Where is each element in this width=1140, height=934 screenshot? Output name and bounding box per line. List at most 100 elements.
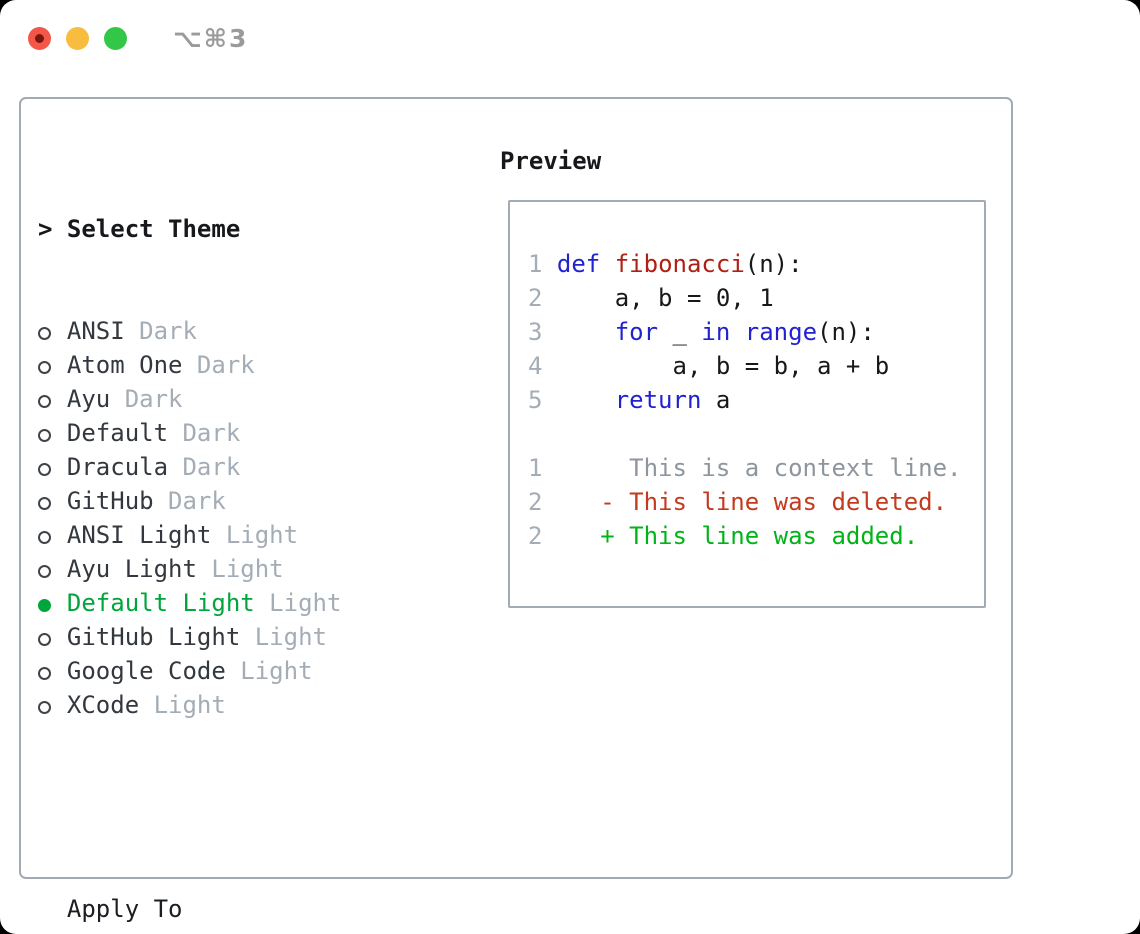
code-line: 2 - This line was deleted. — [528, 485, 984, 519]
code-token-add: + This line was added. — [556, 522, 919, 550]
traffic-light-zoom[interactable] — [104, 26, 127, 50]
code-line: 1 This is a context line. — [528, 451, 984, 485]
window-title: ⌥⌘3 — [173, 23, 249, 53]
theme-option-default-dark[interactable]: Default Dark — [38, 416, 473, 450]
code-token-del: - This line was deleted. — [556, 488, 948, 516]
code-token-num: 1 — [528, 454, 557, 482]
radio-unselected-icon — [38, 416, 67, 450]
code-line — [528, 417, 984, 451]
theme-option-label: GitHub — [66, 487, 154, 515]
theme-variant-label: Dark — [196, 351, 255, 379]
radio-circle — [38, 497, 51, 510]
theme-option-ansi-dark[interactable]: ANSI Dark — [38, 314, 473, 348]
theme-option-label: Atom One — [66, 351, 183, 379]
code-token-pl: a, b = 0, 1 — [556, 284, 774, 312]
code-token-num: 2 — [528, 522, 557, 550]
radio-unselected-icon — [38, 620, 67, 654]
theme-variant-label: Light — [225, 521, 299, 549]
radio-circle — [38, 633, 51, 646]
apply-to-heading: Apply To — [66, 895, 183, 923]
theme-option-atom-one-dark[interactable]: Atom One Dark — [38, 348, 473, 382]
radio-circle — [38, 327, 51, 340]
theme-option-label: Ayu Light — [66, 555, 197, 583]
radio-circle — [38, 463, 51, 476]
theme-variant-label: Dark — [124, 385, 183, 413]
theme-option-label: Default Light — [66, 589, 255, 617]
theme-variant-label: Light — [269, 589, 342, 617]
preview-heading: Preview — [500, 147, 602, 175]
radio-circle — [38, 531, 51, 544]
theme-option-dracula-dark[interactable]: Dracula Dark — [38, 450, 473, 484]
theme-option-label: GitHub Light — [66, 623, 241, 651]
radio-circle — [38, 701, 51, 714]
code-token-num: 4 — [528, 352, 557, 380]
code-line: 1 def fibonacci(n): — [528, 247, 984, 281]
radio-unselected-icon — [38, 518, 67, 552]
theme-variant-label: Dark — [168, 487, 226, 515]
code-token-num: 2 — [528, 284, 557, 312]
code-token-kw: return — [614, 386, 702, 414]
theme-option-ansi-light-light[interactable]: ANSI Light Light — [38, 518, 473, 552]
theme-option-xcode-light[interactable]: XCode Light — [38, 688, 473, 722]
theme-option-label: Default — [66, 419, 169, 447]
theme-option-label: Google Code — [66, 657, 226, 685]
theme-variant-label: Light — [240, 657, 313, 685]
code-token-pl — [557, 318, 615, 346]
theme-option-github-dark[interactable]: GitHub Dark — [38, 484, 473, 518]
code-token-pl — [730, 318, 744, 346]
theme-variant-label: Light — [153, 691, 226, 719]
theme-variant-label: Light — [211, 555, 284, 583]
theme-option-github-light-light[interactable]: GitHub Light Light — [38, 620, 473, 654]
code-line: 2 a, b = 0, 1 — [528, 281, 984, 315]
radio-circle — [38, 667, 51, 680]
code-token-num: 3 — [528, 318, 557, 346]
radio-unselected-icon — [38, 552, 67, 586]
radio-circle — [38, 429, 51, 442]
radio-unselected-icon — [38, 382, 67, 416]
radio-selected-icon — [38, 586, 67, 620]
theme-variant-label: Dark — [182, 453, 241, 481]
theme-option-google-code-light[interactable]: Google Code Light — [38, 654, 473, 688]
theme-variant-label: Dark — [139, 317, 197, 345]
apply-to-header-row: Apply To — [38, 892, 473, 926]
theme-option-label: Dracula — [66, 453, 169, 481]
code-token-pl: (n): — [744, 250, 803, 278]
code-token-kw: range — [744, 318, 818, 346]
code-token-kw: in — [701, 318, 731, 346]
traffic-light-close[interactable] — [28, 26, 51, 50]
radio-unselected-icon — [38, 688, 67, 722]
code-token-kw: for — [614, 318, 659, 346]
code-token-fn: fibonacci — [614, 250, 745, 278]
traffic-light-close-dot — [35, 33, 44, 43]
radio-unselected-icon — [38, 654, 67, 688]
theme-variant-label: Light — [254, 623, 327, 651]
select-theme-heading: Select Theme — [66, 215, 241, 243]
theme-option-label: XCode — [66, 691, 140, 719]
code-token-pl: a — [701, 386, 731, 414]
theme-option-default-light-light[interactable]: Default Light Light — [38, 586, 473, 620]
traffic-lights — [28, 26, 127, 50]
theme-option-ayu-light-light[interactable]: Ayu Light Light — [38, 552, 473, 586]
code-token-pl — [600, 250, 614, 278]
theme-variant-label: Dark — [182, 419, 241, 447]
theme-list-header: >Select Theme — [38, 212, 473, 246]
theme-option-ayu-dark[interactable]: Ayu Dark — [38, 382, 473, 416]
code-token-num: 2 — [528, 488, 557, 516]
code-token-pl: _ — [658, 318, 702, 346]
radio-unselected-icon — [38, 348, 67, 382]
radio-unselected-icon — [38, 484, 67, 518]
theme-option-label: Ayu — [66, 385, 111, 413]
titlebar: ⌥⌘3 — [0, 0, 1140, 76]
code-token-kw: def — [556, 250, 601, 278]
traffic-light-minimize[interactable] — [66, 26, 89, 50]
code-token-pl: a, b = b, a + b — [556, 352, 890, 380]
code-line: 4 a, b = b, a + b — [528, 349, 984, 383]
theme-option-label: ANSI — [66, 317, 125, 345]
spacer — [38, 790, 473, 824]
radio-unselected-icon — [38, 314, 67, 348]
theme-option-label: ANSI Light — [66, 521, 212, 549]
code-token-pl — [557, 386, 615, 414]
